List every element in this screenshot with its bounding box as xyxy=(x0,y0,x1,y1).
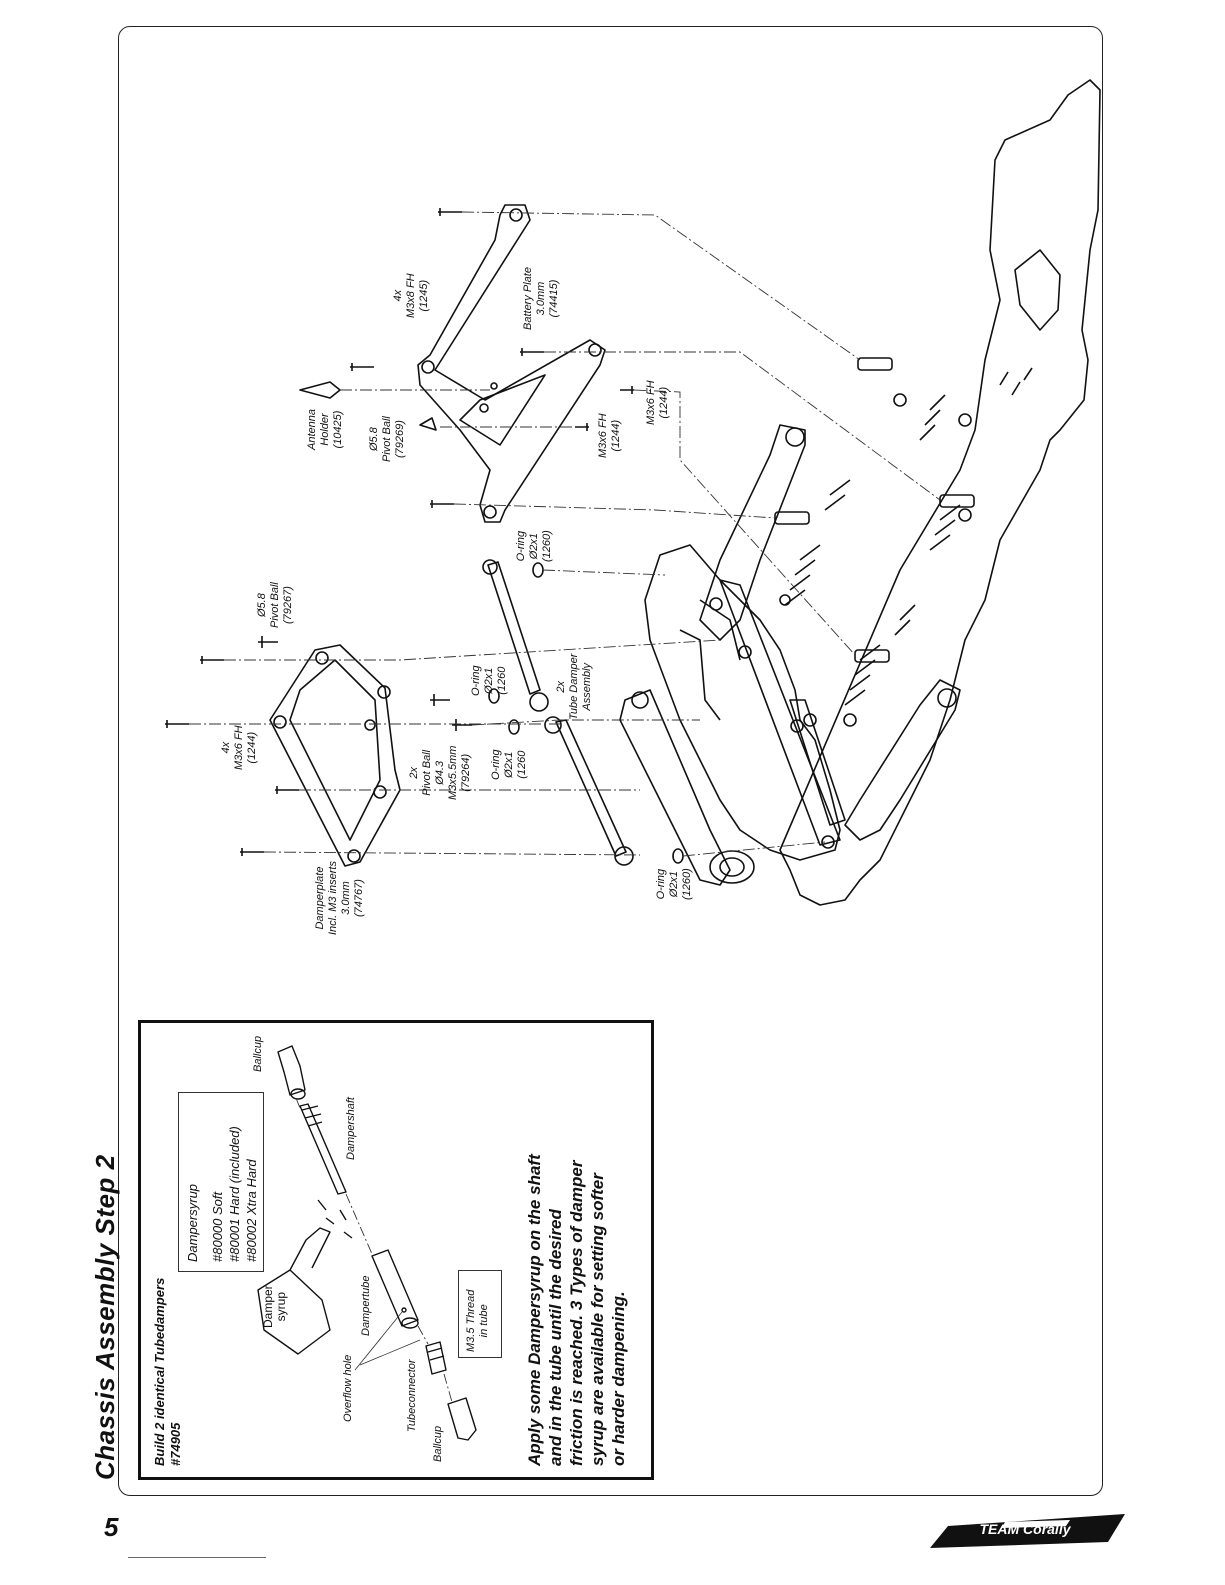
dampersyrup-title: Dampersyrup xyxy=(185,1183,200,1262)
label-tubeconnector: Tubeconnector xyxy=(406,1359,418,1432)
ballcup-bottom-part xyxy=(447,1397,477,1441)
footer-link-line xyxy=(128,1557,266,1558)
dampersyrup-box xyxy=(178,1092,264,1272)
page-frame xyxy=(118,26,1103,1496)
label-ballcup-bottom: Ballcup xyxy=(432,1425,444,1462)
battery-plate xyxy=(417,204,606,523)
tube-damper xyxy=(487,561,541,695)
thread-box xyxy=(458,1270,502,1358)
page-title: Chassis Assembly Step 2 xyxy=(90,1154,120,1480)
tubeconnector-part xyxy=(425,1341,447,1375)
suspension-arm-lower xyxy=(844,679,961,841)
inset-drawing xyxy=(257,1045,477,1441)
page-number: 5 xyxy=(104,1512,119,1542)
tube-damper xyxy=(555,719,627,857)
label-m3x6-b: M3x6 FH(1244) xyxy=(645,380,670,425)
dampershaft-part xyxy=(299,1103,347,1195)
dampersyrup-text: Dampersyrup #80000 Soft #80001 Hard (inc… xyxy=(185,1126,259,1262)
damper-body xyxy=(619,689,731,886)
brand-logo-text: TEAM Corally xyxy=(979,1521,1071,1537)
instruction-text: Apply some Dampersyrup on the shaft and … xyxy=(525,1154,628,1466)
screws xyxy=(165,208,634,856)
label-dampershaft: Dampershaft xyxy=(345,1097,357,1160)
damper-mount xyxy=(644,544,841,861)
label-dampertube: Dampertube xyxy=(360,1275,372,1336)
suspension-arm-upper xyxy=(699,424,806,641)
dampertube-part xyxy=(371,1249,419,1327)
label-overflow-hole: Overflow hole xyxy=(342,1354,354,1422)
label-m3x6-a: M3x6 FH(1244) xyxy=(597,413,622,458)
standoff xyxy=(857,357,893,371)
standoff xyxy=(774,511,810,525)
tubedamper-inset xyxy=(138,1020,654,1480)
label-ballcup-top: Ballcup xyxy=(252,1035,264,1072)
brand-logo xyxy=(930,1514,1125,1548)
standoff xyxy=(939,494,975,508)
damper-plate xyxy=(269,644,401,867)
ballcup-top-part xyxy=(277,1045,306,1096)
antenna-holder xyxy=(299,381,341,399)
inset-heading: Build 2 identical Tubedampers#74905 xyxy=(152,1277,183,1466)
standoff xyxy=(854,649,890,663)
chassis-plate xyxy=(779,79,1101,906)
